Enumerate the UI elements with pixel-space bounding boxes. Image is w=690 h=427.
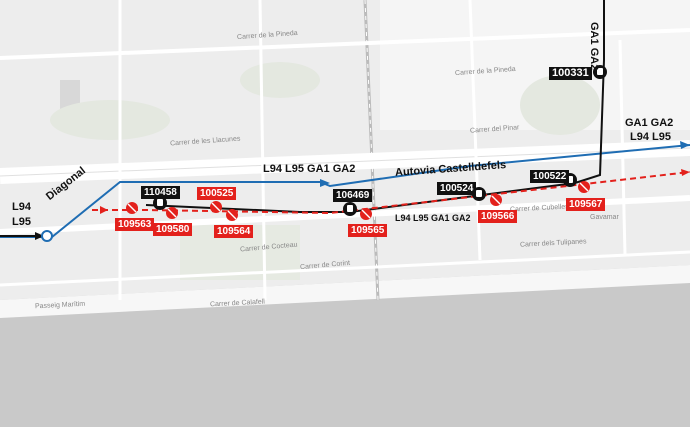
- stop-tag[interactable]: 106469: [333, 189, 373, 202]
- street: [0, 250, 690, 287]
- right-line-label: GA1 GA2: [625, 117, 674, 129]
- top-line-label: GA1 GA2: [588, 22, 600, 71]
- suspended-stop-tag[interactable]: 100525: [197, 187, 237, 200]
- stop-tag[interactable]: 100522: [530, 170, 570, 183]
- park: [50, 100, 170, 140]
- suspended-stop-cross: [127, 182, 589, 220]
- suspended-stop-tag[interactable]: 109564: [214, 225, 254, 238]
- suspended-stop-tag[interactable]: 109580: [153, 223, 193, 236]
- suspended-stop-tag[interactable]: 109563: [115, 218, 155, 231]
- railway-dash: [364, 0, 379, 301]
- black-route-label: L94 L95 GA1 GA2: [395, 213, 471, 223]
- park: [240, 62, 320, 98]
- blue-arrow: [320, 179, 330, 187]
- left-line-label: L94: [12, 201, 31, 213]
- blue-arrow: [680, 141, 690, 149]
- autovia-road-edge: [0, 147, 690, 177]
- stop-tag[interactable]: 100524: [437, 182, 477, 195]
- black-arrow: [35, 232, 44, 240]
- suspended-stop-tag[interactable]: 109566: [478, 210, 518, 223]
- right-line-label: L94 L95: [630, 131, 671, 143]
- street: [0, 28, 690, 60]
- left-line-label: L95: [12, 216, 31, 228]
- stop-tag[interactable]: 100331: [549, 67, 592, 80]
- street: [258, 0, 267, 301]
- stop-tag[interactable]: 110458: [141, 186, 180, 199]
- blue-route-label: L94 L95 GA1 GA2: [263, 163, 356, 175]
- street: [618, 39, 627, 256]
- park: [520, 75, 600, 135]
- junction-marker: [41, 230, 53, 242]
- suspended-stop-tag[interactable]: 109565: [348, 224, 388, 237]
- bus-glyph: [157, 68, 603, 212]
- red-arrow: [100, 206, 108, 214]
- red-arrow: [681, 169, 690, 176]
- street-label: Gavamar: [590, 214, 619, 221]
- suspended-stop-tag[interactable]: 109567: [566, 198, 606, 211]
- beach: [0, 265, 690, 318]
